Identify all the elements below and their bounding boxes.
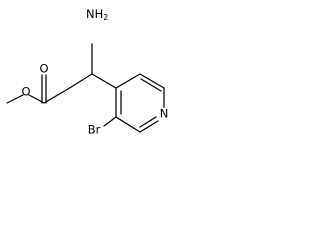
bond-methylene-methine xyxy=(67,73,93,90)
atom-labels: NH2 O O N Br xyxy=(21,7,168,137)
ring-bond-c5-c6 xyxy=(139,73,165,89)
ester-oxygen-label: O xyxy=(21,85,30,99)
ring-bond-n-c2-inner xyxy=(139,116,157,128)
bond-carbonyl-methylene xyxy=(43,88,69,104)
bond-methyl-ester-oxygen xyxy=(6,94,24,104)
ring-nitrogen-label: N xyxy=(160,107,169,121)
chemical-structure-diagram: NH2 O O N Br xyxy=(6,7,168,137)
ring-bond-c2-c3 xyxy=(115,116,141,133)
ring-bond-n-c2 xyxy=(139,120,159,133)
ring-bond-c4-c5 xyxy=(115,73,141,89)
amino-group-label: NH2 xyxy=(86,7,108,22)
bonds xyxy=(6,43,165,133)
ring-bond-c5-c6-inner xyxy=(140,78,162,92)
bond-methine-ring xyxy=(91,73,117,89)
bromine-label: Br xyxy=(88,123,101,137)
carbonyl-oxygen-label: O xyxy=(39,62,48,76)
bond-ring-bromine xyxy=(103,116,117,127)
